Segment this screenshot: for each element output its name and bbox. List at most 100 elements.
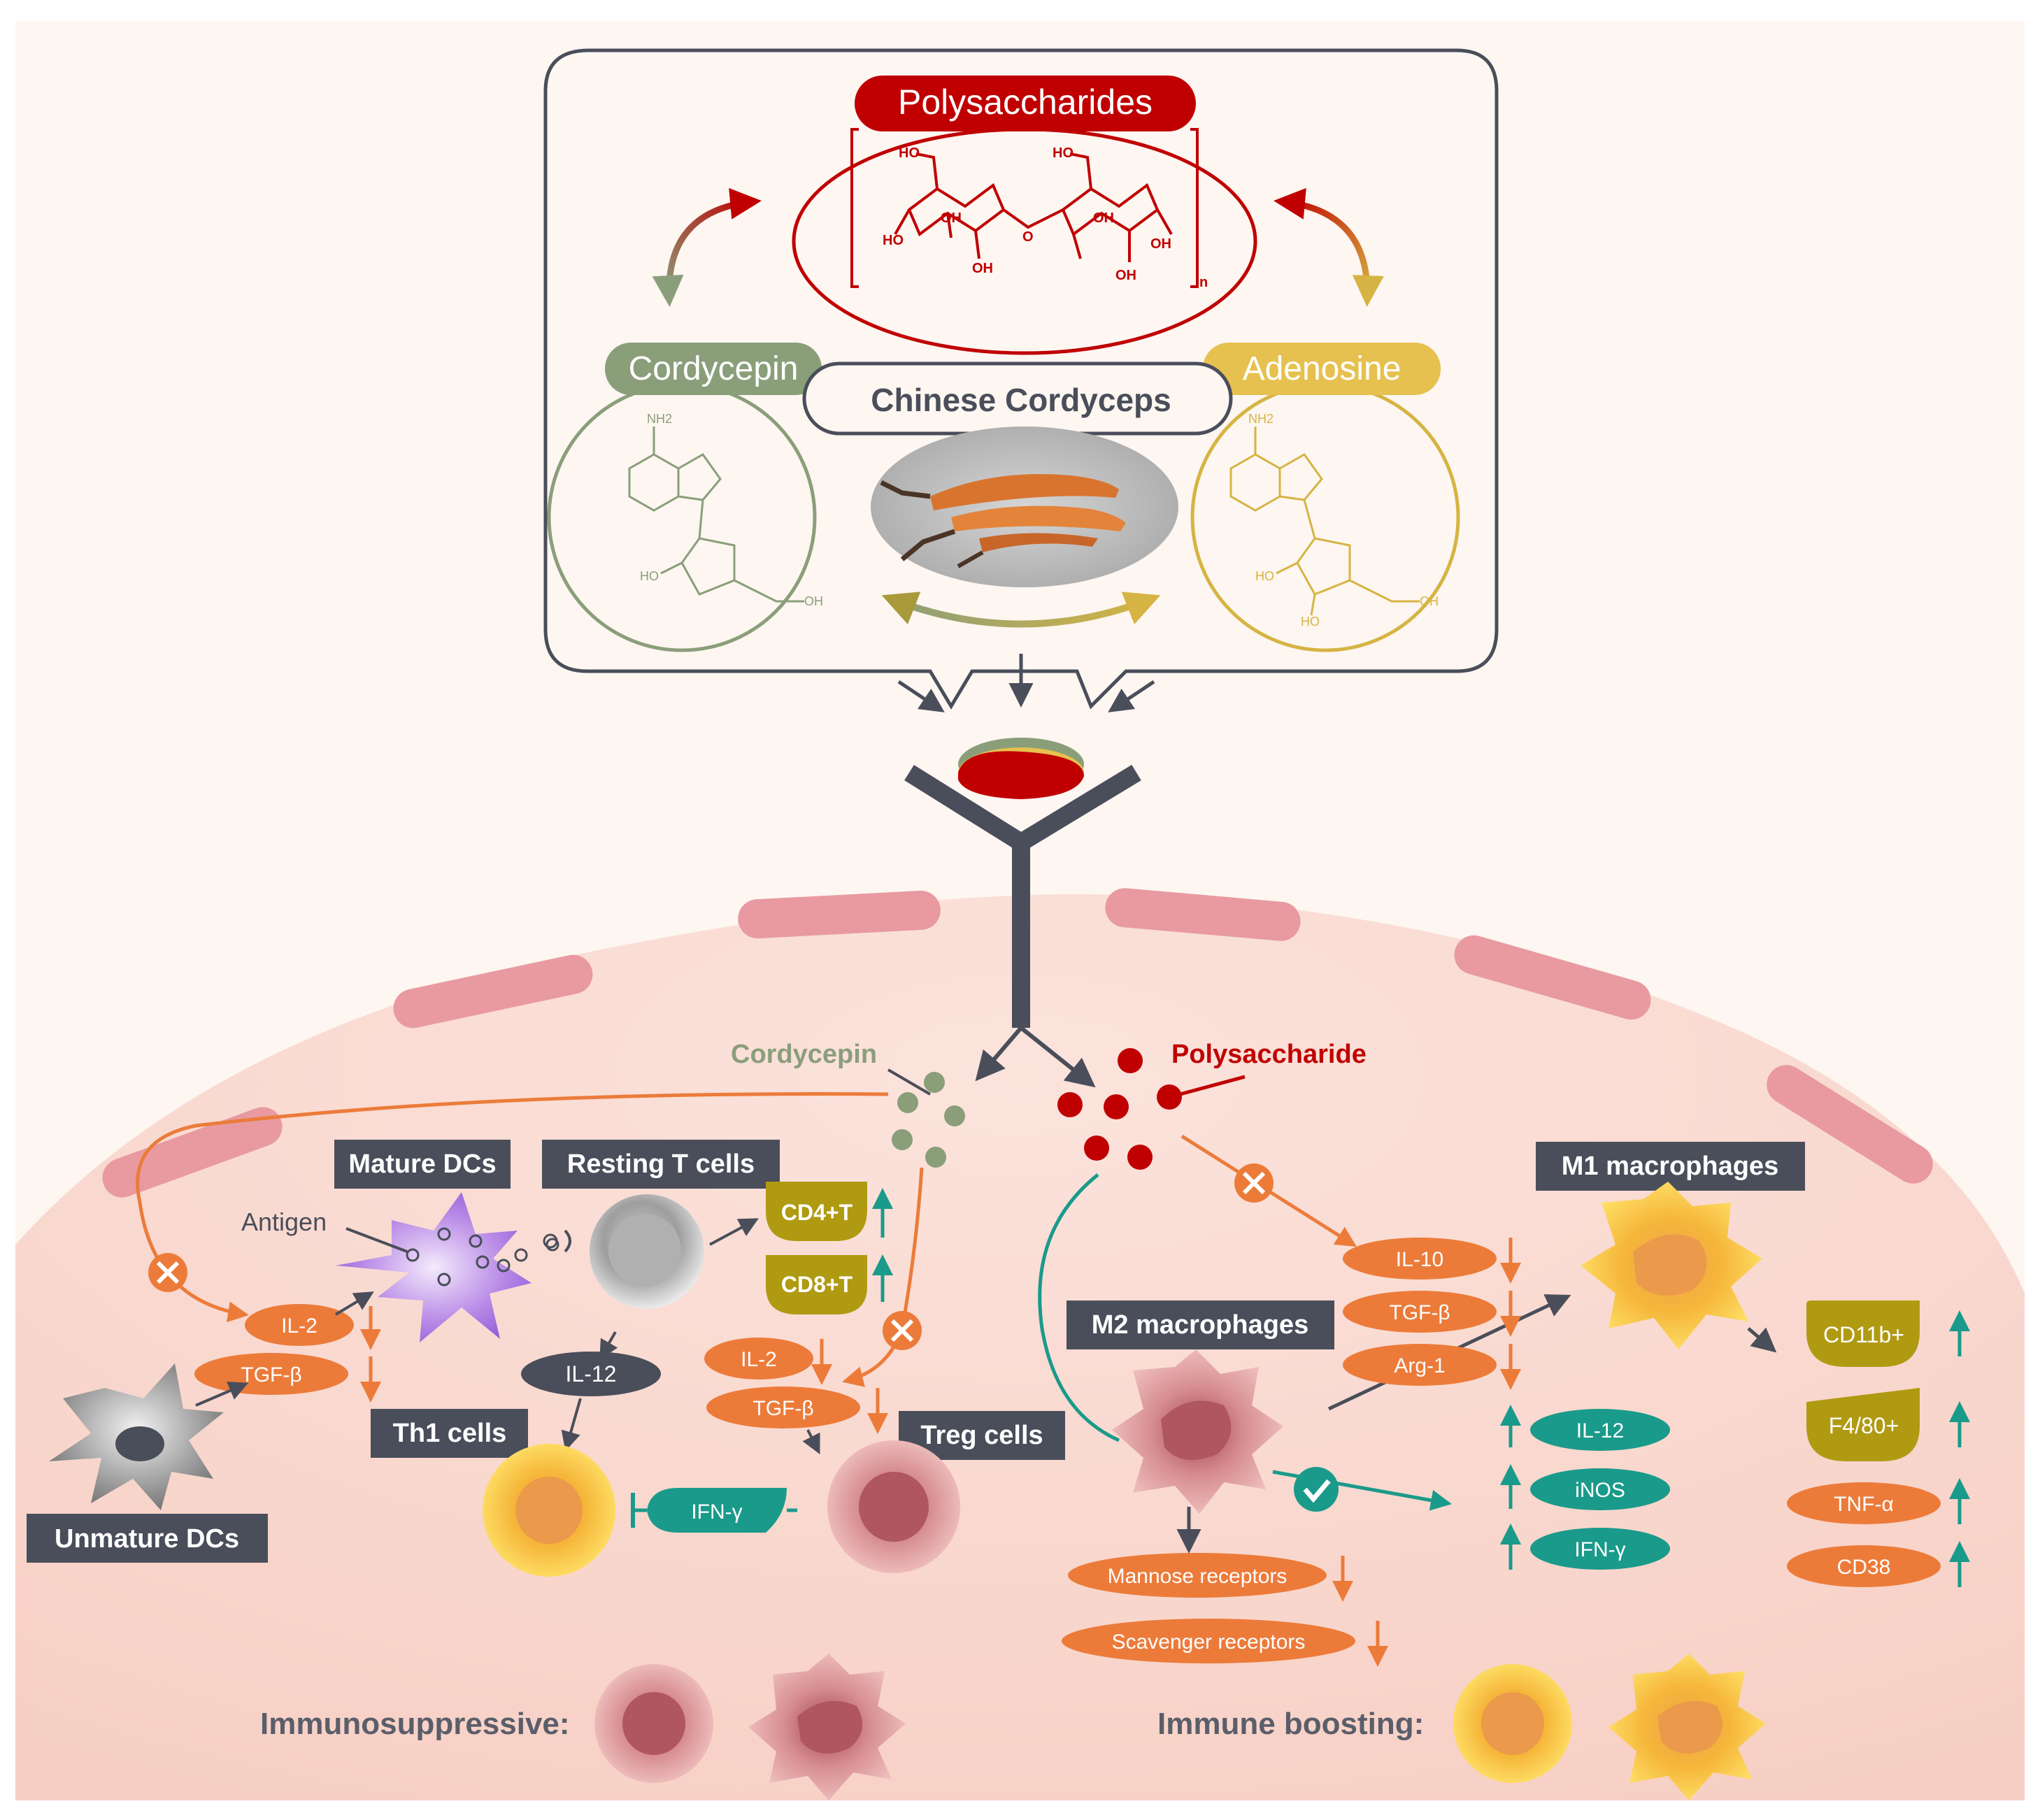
cell-membrane <box>102 888 1933 1198</box>
m2-macrophages-tag <box>1067 1300 1334 1349</box>
ifn-gamma-right-label: IFN-γ <box>1574 1538 1625 1561</box>
th1-cell-nucleus <box>515 1477 583 1544</box>
m1-macrophages-tag <box>1536 1142 1805 1191</box>
unmature-dcs-label: Unmature DCs <box>55 1524 239 1554</box>
cd11b-label: CD11b+ <box>1823 1322 1904 1347</box>
mature-dcs-tag <box>334 1140 511 1189</box>
membrane-segment <box>738 890 941 939</box>
subscript-n: n <box>1199 275 1208 290</box>
mature-dcs-label: Mature DCs <box>348 1149 496 1179</box>
polysaccharides-label: Polysaccharides <box>898 83 1153 122</box>
membrane-segment <box>102 1107 283 1198</box>
arrow-tgfb-to-treg <box>802 1429 820 1455</box>
m2-macrophage-nucleus <box>1161 1400 1232 1460</box>
adenosine-molecule <box>1229 427 1420 616</box>
arg1-pill <box>1343 1344 1497 1386</box>
arrow-to-cordycepin <box>975 1026 1023 1082</box>
antigen-particles <box>406 1227 559 1287</box>
immune-boosting-label: Immune boosting: <box>1157 1707 1424 1741</box>
disaccharide-atom-labels: HO HO HO OH OH OH OH OH O n <box>883 145 1208 290</box>
cd38-label: CD38 <box>1837 1556 1891 1579</box>
arrow-il2-to-dc <box>334 1291 374 1316</box>
unmature-dcs-tag <box>27 1514 268 1563</box>
cordycepin-atom-nh2: NH2 <box>647 412 672 426</box>
arrow-t-to-cd4 <box>709 1218 759 1246</box>
cordycepin-dots <box>892 1072 965 1168</box>
legend-th1-nucleus <box>1481 1692 1544 1755</box>
tgfb-mid-label: TGF-β <box>752 1397 813 1420</box>
il2-mid-pill <box>704 1338 813 1380</box>
arrow-to-polysaccharide <box>1020 1026 1096 1088</box>
membrane-segment <box>393 954 593 1029</box>
inhibit-mark-right <box>1234 1163 1274 1203</box>
adenosine-pill <box>1203 343 1441 395</box>
mannose-receptors-pill <box>1068 1553 1327 1598</box>
atom-oh-4: OH <box>1115 268 1136 283</box>
arrow-box-down-left <box>897 680 945 712</box>
tgfb-left-label: TGF-β <box>241 1363 301 1387</box>
arg1-label: Arg-1 <box>1394 1354 1445 1377</box>
th1-cells-tag <box>371 1409 528 1458</box>
polysaccharide-to-m2-curve <box>1038 1173 1120 1442</box>
disaccharide-structure <box>850 128 1199 288</box>
arrow-il12-to-th1 <box>561 1398 582 1452</box>
check-mark-badge <box>1294 1467 1339 1512</box>
cordycepin-structure-circle <box>547 382 817 652</box>
cell <box>15 888 2025 1800</box>
mannose-receptors-label: Mannose receptors <box>1108 1565 1288 1588</box>
il12-dark-label: IL-12 <box>566 1361 617 1387</box>
receptor <box>904 738 1141 1088</box>
arrow-cordycepin-adenosine <box>881 592 1161 628</box>
inos-pill <box>1530 1468 1670 1510</box>
il2-left-pill <box>245 1304 354 1346</box>
ligand-disc <box>958 738 1084 799</box>
membrane-segment <box>1767 1065 1933 1184</box>
f480-label: F4/80+ <box>1829 1413 1899 1438</box>
unmature-dc-nucleus <box>115 1426 164 1461</box>
il10-label: IL-10 <box>1396 1248 1443 1271</box>
ifn-gamma-right-pill <box>1530 1528 1670 1570</box>
cordycepin-molecule <box>628 427 804 603</box>
arrow-adenosine-polysaccharide <box>1274 187 1384 307</box>
polysaccharides-pill <box>855 76 1196 131</box>
m1-macrophages-label: M1 macrophages <box>1562 1152 1778 1181</box>
cordycepin-atom-oh: OH <box>804 594 823 608</box>
cordycepin-pill <box>605 343 822 395</box>
atom-oh-2: OH <box>972 261 993 276</box>
tcr-contact-symbol <box>543 1229 571 1253</box>
f480-tag <box>1806 1388 1920 1461</box>
th1-cells-label: Th1 cells <box>393 1419 507 1448</box>
membrane-segment <box>1105 888 1301 941</box>
resting-t-cell-nucleus <box>608 1214 681 1287</box>
tgfb-mid-pill <box>706 1387 860 1428</box>
adenosine-atom-ho-2: HO <box>1301 615 1320 629</box>
chinese-cordyceps-label: Chinese Cordyceps <box>871 382 1171 418</box>
adenosine-atom-labels: NH2 HO HO OH <box>1248 412 1439 629</box>
il12-dark-pill <box>521 1352 661 1396</box>
treg-cell-nucleus <box>859 1472 929 1542</box>
adenosine-atom-nh2: NH2 <box>1248 412 1274 426</box>
cordycepin-pointer <box>887 1068 932 1096</box>
compound-box: Polysaccharides HO HO HO OH OH OH OH OH <box>543 48 1499 712</box>
atom-ho-3: HO <box>883 233 904 248</box>
resting-t-cells-label: Resting T cells <box>567 1149 755 1179</box>
ifn-gamma-left-tag <box>647 1488 787 1533</box>
tnfa-label: TNF-α <box>1834 1493 1894 1516</box>
cordycepin-atom-labels: NH2 HO OH <box>640 412 823 608</box>
scavenger-receptors-label: Scavenger receptors <box>1112 1631 1306 1654</box>
atom-ho-1: HO <box>899 145 920 161</box>
il12-teal-pill <box>1530 1409 1670 1451</box>
adenosine-label: Adenosine <box>1243 350 1401 387</box>
scavenger-receptors-pill <box>1062 1619 1355 1663</box>
il10-pill <box>1343 1238 1497 1280</box>
il2-mid-label: IL-2 <box>741 1348 777 1371</box>
cordycepin-label: Cordycepin <box>629 350 799 387</box>
m2-macrophages-label: M2 macrophages <box>1092 1310 1308 1340</box>
inhibit-mark-left <box>148 1253 187 1292</box>
treg-cells-label: Treg cells <box>920 1421 1043 1450</box>
legend-m1-nucleus <box>1657 1700 1722 1754</box>
inhibit-mark-mid <box>883 1311 922 1350</box>
atom-oh-3: OH <box>1093 210 1114 226</box>
atom-o-link: O <box>1022 229 1034 245</box>
